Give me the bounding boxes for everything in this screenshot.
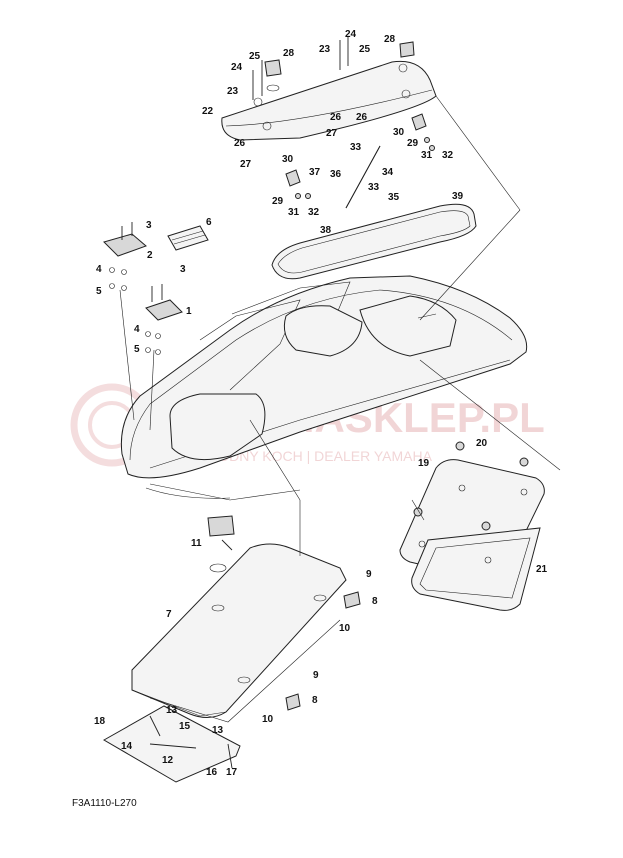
part-label: 29: [407, 138, 419, 149]
part-label: 27: [326, 128, 338, 139]
part-label: 23: [319, 44, 331, 55]
part-label: 22: [202, 106, 214, 117]
part-label: 13: [212, 725, 224, 736]
part-label: 33: [350, 142, 362, 153]
part-label: 8: [312, 695, 318, 706]
part-label: 26: [356, 112, 368, 123]
seal-39: [271, 203, 477, 280]
part-label: 19: [418, 458, 430, 469]
part-label: 15: [179, 721, 191, 732]
part-label: 27: [240, 159, 252, 170]
part-label: 24: [345, 29, 357, 40]
part-label: 32: [442, 150, 454, 161]
watermark-subtitle: WODNY KOCH | DEALER YAMAHA: [205, 448, 433, 464]
part-label: 5: [134, 344, 140, 355]
part-label: 21: [536, 564, 548, 575]
part-label: 17: [226, 767, 238, 778]
part-label: 26: [330, 112, 342, 123]
part-label: 23: [227, 86, 239, 97]
part-label: 12: [162, 755, 174, 766]
leader-lines: [119, 95, 561, 556]
part-label: 28: [283, 48, 295, 59]
part-number-labels: 1 2 3 3 4 4 5 5 6 7 8 8 9 9 10 10 11 12 …: [94, 29, 548, 778]
glove-box-parts: [103, 222, 209, 355]
part-label: 38: [320, 225, 332, 236]
part-label: 4: [96, 264, 102, 275]
part-label: 9: [366, 569, 372, 580]
top-lid-assembly: [221, 36, 437, 209]
part-label: 11: [191, 538, 202, 549]
part-label: 10: [339, 623, 351, 634]
part-label: 37: [309, 167, 321, 178]
part-label: 26: [234, 138, 246, 149]
part-label: 34: [382, 167, 394, 178]
reference-code: F3A1110-L270: [72, 798, 137, 809]
part-label: 35: [388, 192, 400, 203]
part-label: 39: [452, 191, 464, 202]
part-label: 31: [421, 150, 433, 161]
part-label: 7: [166, 609, 172, 620]
part-label: 33: [368, 182, 380, 193]
part-label: 30: [282, 154, 294, 165]
part-label: 3: [146, 220, 152, 231]
part-label: 10: [262, 714, 274, 725]
part-label: 28: [384, 34, 396, 45]
boat-hull: [120, 275, 528, 501]
part-label: 4: [134, 324, 140, 335]
part-label: 2: [147, 250, 153, 261]
part-label: 6: [206, 217, 212, 228]
part-label: 14: [121, 741, 133, 752]
part-label: 31: [288, 207, 300, 218]
part-label: 30: [393, 127, 405, 138]
part-label: 16: [206, 767, 218, 778]
part-label: 25: [249, 51, 261, 62]
part-label: 29: [272, 196, 284, 207]
part-label: 9: [313, 670, 319, 681]
part-label: 5: [96, 286, 102, 297]
part-label: 24: [231, 62, 243, 73]
hatch-19-assembly: [399, 441, 545, 611]
part-label: 32: [308, 207, 320, 218]
part-label: 36: [330, 169, 342, 180]
part-label: 20: [476, 438, 488, 449]
hatch-7-assembly: [102, 515, 361, 783]
part-label: 8: [372, 596, 378, 607]
part-label: 18: [94, 716, 106, 727]
part-label: 1: [186, 306, 192, 317]
part-label: 3: [180, 264, 186, 275]
part-label: 25: [359, 44, 371, 55]
part-label: 13: [166, 705, 178, 716]
